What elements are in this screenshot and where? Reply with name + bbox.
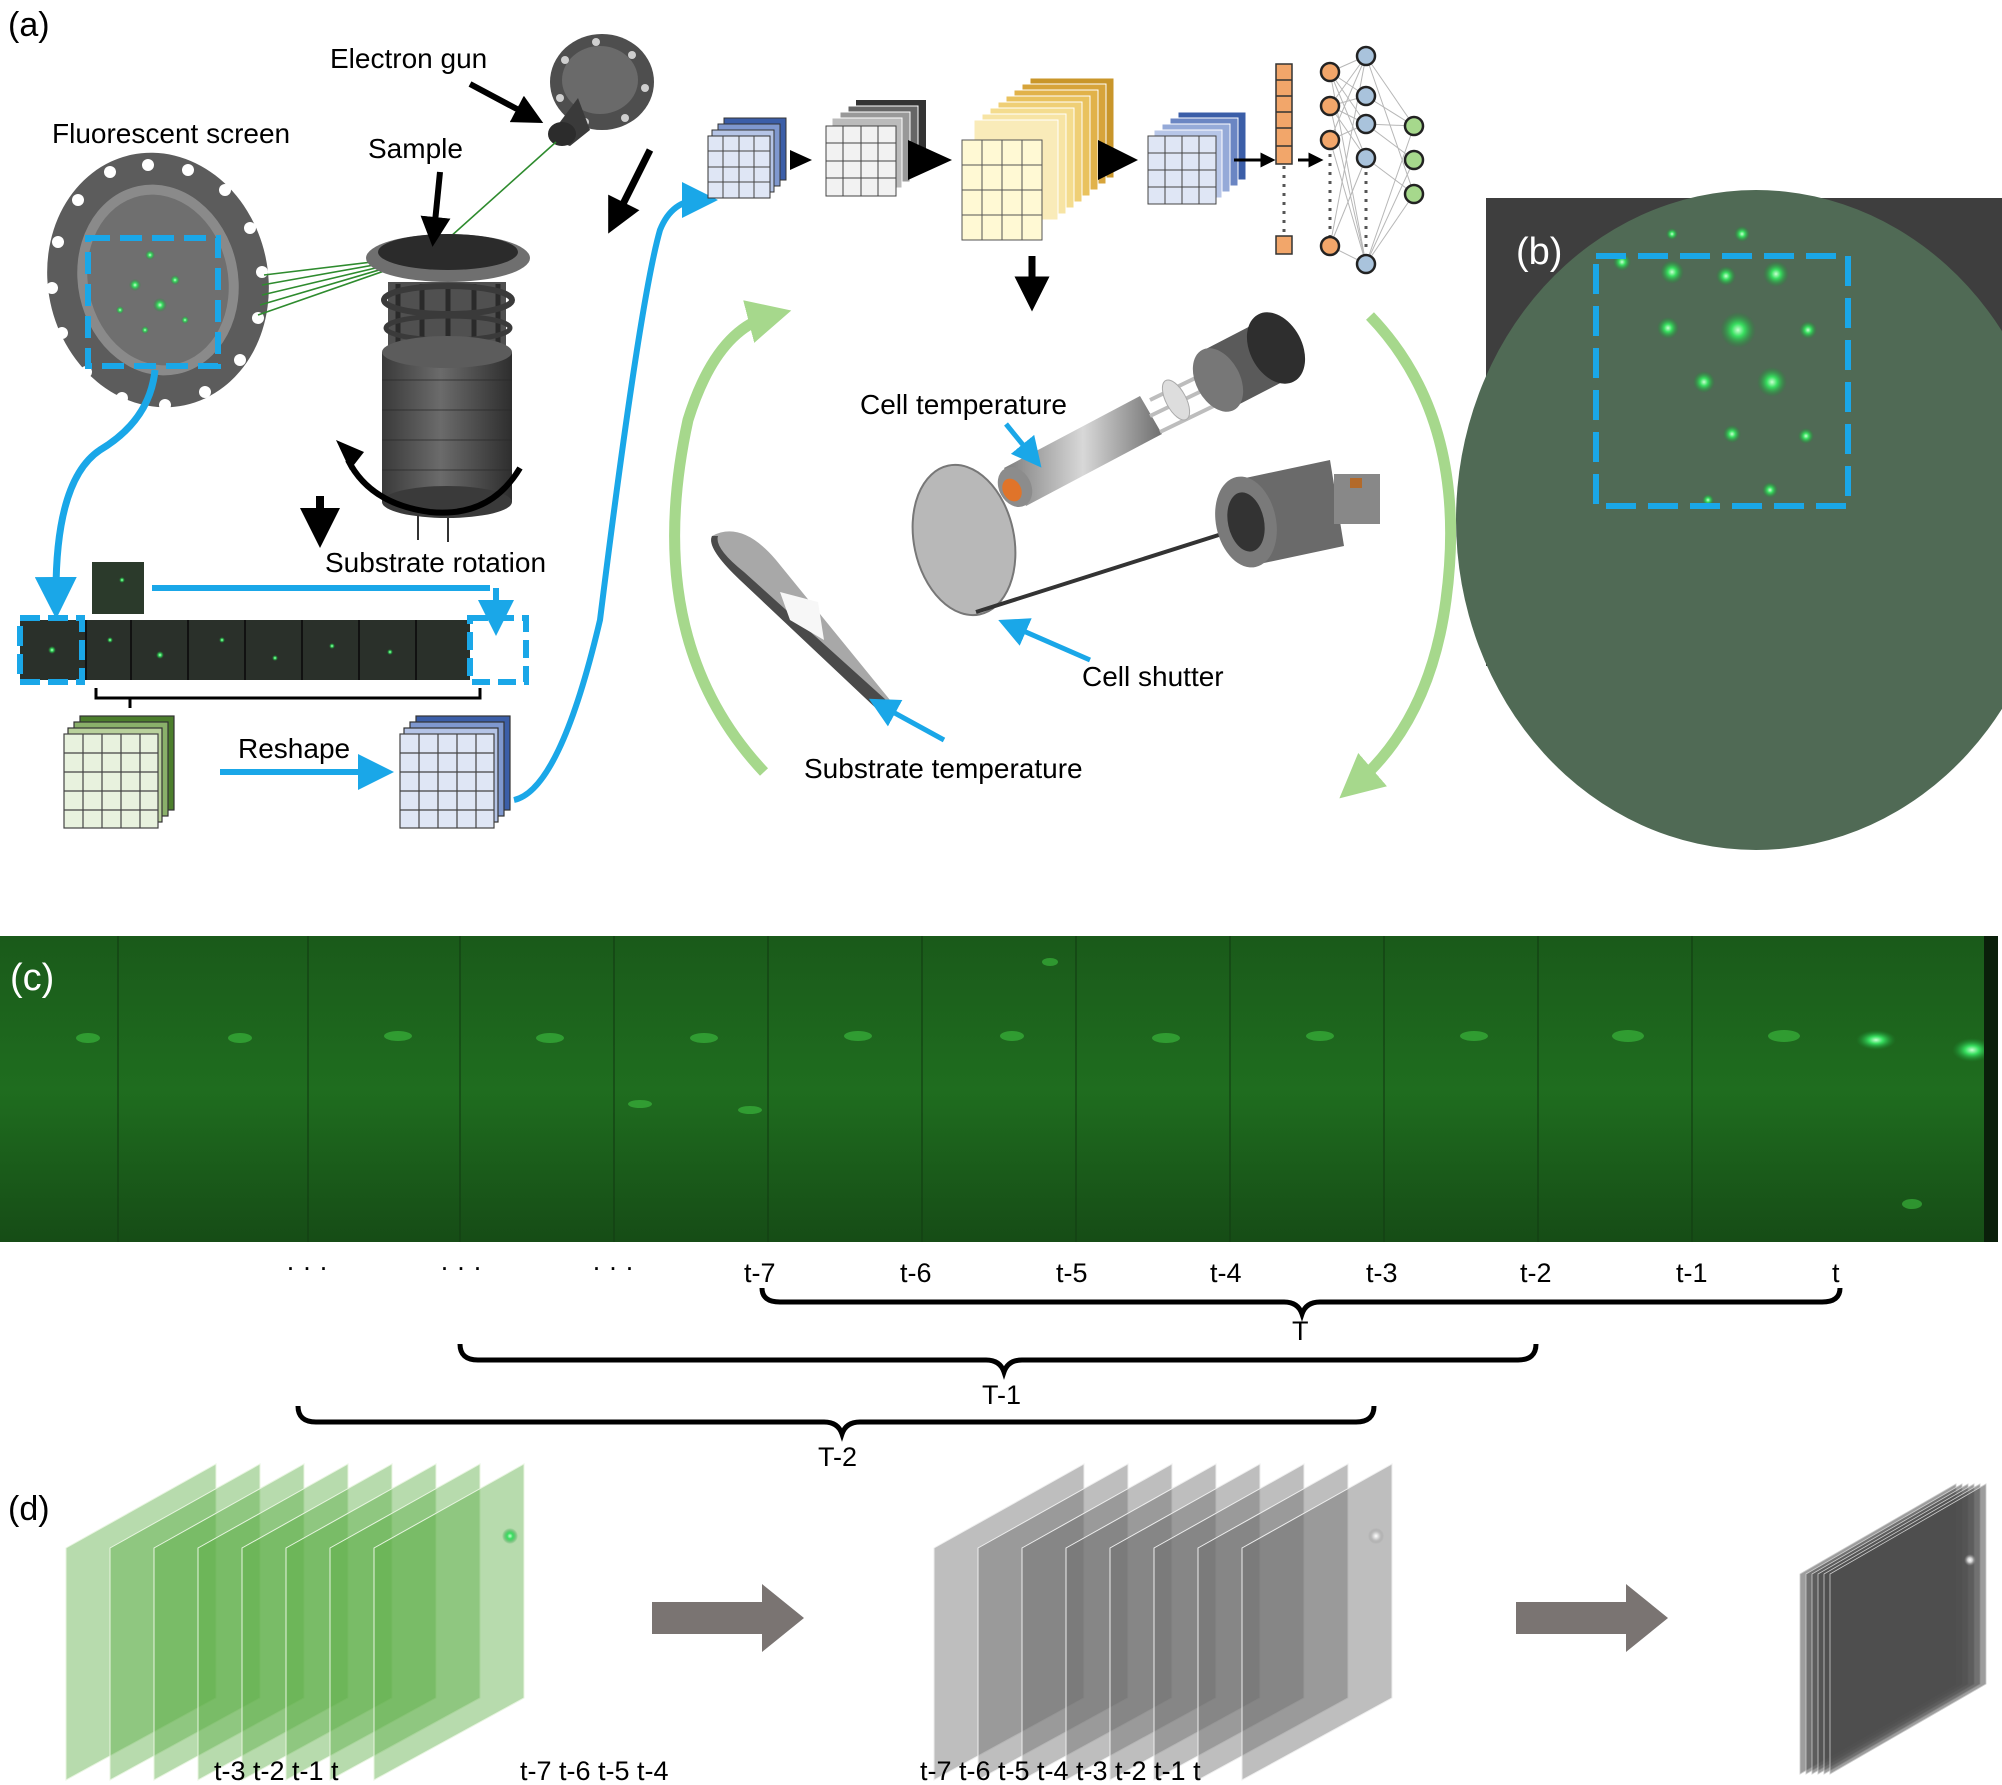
diagonal-arrow-center: [608, 148, 654, 234]
green-frame-stack: [65, 1463, 525, 1781]
substrate-temperature-label: Substrate temperature: [804, 753, 1083, 784]
cell-shutter-arrow: [998, 618, 1091, 663]
network-conv-block-3: [1147, 111, 1247, 205]
cell-temperature-label: Cell temperature: [860, 389, 1067, 420]
sample-label: Sample: [368, 133, 463, 164]
electron-gun-arrow: [468, 81, 544, 124]
flatten-vector: [1275, 63, 1293, 255]
rheed-time-strip: [0, 936, 1998, 1242]
fluorescent-screen-flange: [46, 152, 269, 411]
fully-connected-layers: [1319, 45, 1425, 275]
tick-label: t-2: [1520, 1258, 1552, 1288]
network-conv-block-1: [825, 100, 926, 197]
screen-roi-box: [85, 235, 221, 369]
strip-current-frame-box: [17, 615, 85, 685]
process-arrow-1: [652, 1584, 804, 1652]
electron-gun-label: Electron gun: [330, 43, 487, 74]
tick-label: t-7: [744, 1258, 776, 1288]
tick-label: t-1: [1676, 1258, 1708, 1288]
cell-shutter-label: Cell shutter: [1082, 661, 1224, 692]
fluorescent-screen-label: Fluorescent screen: [52, 118, 290, 149]
gray-stack-labels: t-7 t-6 t-5 t-4 t-3 t-2 t-1 t: [920, 1756, 1201, 1785]
window-braces: [295, 1287, 1843, 1442]
panel-label-c: (c): [10, 957, 54, 999]
ellipsis: · · ·: [286, 1252, 328, 1282]
tick-label: t-4: [1210, 1258, 1242, 1288]
frame-strip: [17, 562, 529, 708]
panel-label-a: (a): [8, 6, 50, 44]
gray-frame-stack: [933, 1463, 1393, 1781]
green-stack-back-labels: t-7 t-6 t-5 t-4: [520, 1756, 669, 1785]
green-cycle-arc-right: [1339, 312, 1457, 799]
sample-arrow: [420, 171, 451, 247]
window-label-T-1: T-1: [982, 1380, 1021, 1410]
compressed-frame-stack: [1799, 1483, 1987, 1775]
ellipsis: · · ·: [440, 1252, 482, 1282]
tick-label: t: [1832, 1258, 1840, 1288]
blue-arrow-to-network: [513, 182, 718, 803]
rheed-roi-box: [1593, 253, 1851, 509]
effusion-cell: [997, 312, 1306, 508]
blue-arrow-screen-to-strip: [34, 369, 159, 619]
network-input-block: [707, 117, 787, 199]
substrate-holder: [711, 531, 894, 715]
panel-label-b: (b): [1516, 231, 1562, 273]
blue-reshaped-stack: [399, 715, 511, 829]
electron-gun: [548, 34, 654, 146]
rheed-pattern-image: [1456, 190, 2002, 850]
substrate-rotation-label: Substrate rotation: [325, 547, 546, 578]
tick-label: t-3: [1366, 1258, 1398, 1288]
substrate-temperature-arrow: [868, 698, 946, 743]
network-conv-block-2: [961, 77, 1115, 241]
timeline-labels: · · · · · · · · · t-7 t-6 t-5 t-4 t-3 t-…: [286, 1252, 1840, 1288]
cell-shutter-assembly: [911, 460, 1380, 617]
sample-manipulator: [336, 234, 530, 542]
cell-temperature-arrow: [1004, 422, 1042, 468]
tick-label: t-6: [900, 1258, 932, 1288]
rotation-arrow: [345, 458, 523, 516]
ellipsis: · · ·: [592, 1252, 634, 1282]
window-label-T: T: [1292, 1316, 1309, 1346]
window-label-T-2: T-2: [818, 1442, 857, 1472]
green-stack-front-labels: t-3 t-2 t-1 t: [214, 1756, 339, 1785]
reshape-label: Reshape: [238, 733, 350, 764]
green-input-stack: [63, 715, 175, 829]
process-arrow-2: [1516, 1584, 1668, 1652]
panel-label-d: (d): [8, 1490, 50, 1528]
tick-label: t-5: [1056, 1258, 1088, 1288]
strip-next-frame-box: [467, 615, 529, 685]
green-cycle-arc-left: [669, 300, 792, 776]
